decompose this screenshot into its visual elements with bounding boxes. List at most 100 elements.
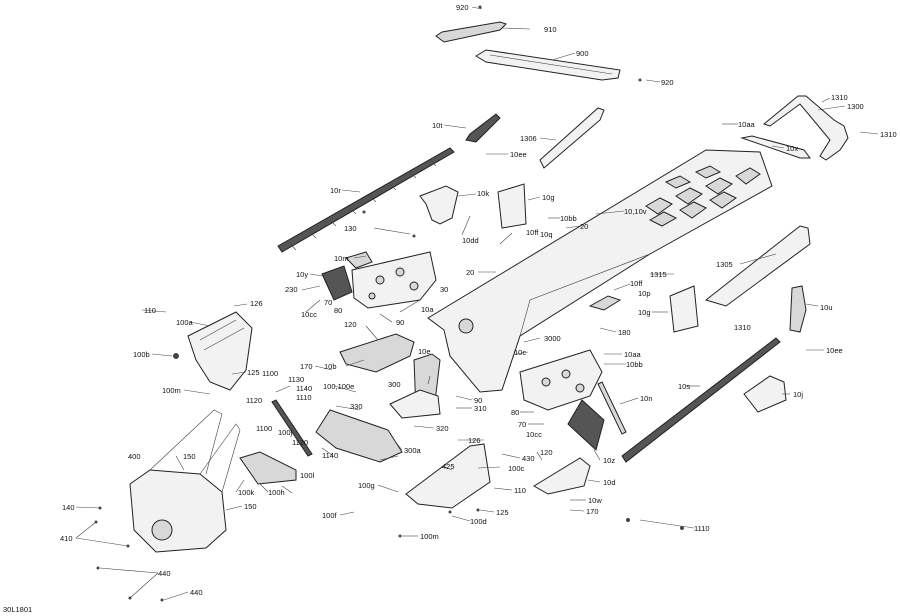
tunnel-cutouts (645, 165, 761, 227)
callout-120: 120 (540, 448, 553, 457)
part-100g-lower-frame (405, 443, 491, 509)
callout-1100: 1100 (256, 424, 272, 433)
diagram-code: 30L1801 (3, 605, 32, 614)
part-10x-bar (740, 135, 811, 159)
callout-10g: 10g (638, 308, 651, 317)
callout-440: 440 (190, 588, 203, 597)
callout-80: 80 (334, 306, 342, 315)
part-900-rail (475, 49, 621, 81)
part-300-steering (389, 389, 441, 419)
callout-920: 920 (456, 3, 469, 12)
callout-300a: 300a (404, 446, 422, 455)
callout-10w: 10w (588, 496, 602, 505)
callout-110: 110 (144, 306, 156, 315)
callout-10x: 10x (786, 144, 798, 153)
callout-10z: 10z (603, 456, 615, 465)
callout-425: 425 (442, 462, 455, 471)
callout-10aa: 10aa (738, 120, 756, 129)
part-100h-plate (239, 451, 297, 485)
callout-80: 80 (511, 408, 519, 417)
part-1305-rail (704, 225, 811, 307)
callout-1120: 1120 (292, 438, 308, 447)
callout-100h: 100h (268, 488, 285, 497)
callout-100k: 100k (238, 488, 255, 497)
callout-1120: 1120 (246, 396, 262, 405)
part-910-rail (435, 21, 507, 43)
callout-20: 20 (580, 222, 588, 231)
callout-100m: 100m (162, 386, 181, 395)
part-10j-bracket (743, 375, 787, 413)
callout-1310: 1310 (734, 323, 751, 332)
callout-70: 70 (518, 420, 526, 429)
callout-10ff: 10ff (630, 279, 643, 288)
callout-440: 440 (158, 569, 171, 578)
callout-100g: 100g (358, 481, 375, 490)
callout-10t: 10t (432, 121, 443, 130)
callout-1140: 1140 (322, 451, 338, 460)
callout-140: 140 (62, 503, 75, 512)
callout-100a: 100a (176, 318, 194, 327)
part-100a-frame (187, 311, 253, 391)
callout-400: 400 (128, 452, 141, 461)
callout-10d: 10d (603, 478, 616, 487)
callout-100j: 100j (278, 428, 293, 437)
callout-330: 330 (350, 402, 363, 411)
part-10g-plate-top (497, 183, 527, 229)
callout-120: 120 (344, 320, 357, 329)
callout-90: 90 (474, 396, 482, 405)
callout-1110: 1110 (694, 524, 710, 533)
callout-10bb: 10bb (626, 360, 643, 369)
callout-150: 150 (244, 502, 257, 511)
callout-100f: 100f (322, 511, 338, 520)
callout-10cc: 10cc (301, 310, 317, 319)
callout-150: 150 (183, 452, 196, 461)
callout-10e: 10e (418, 347, 431, 356)
callout-230: 230 (285, 285, 298, 294)
part-10u-bracket (789, 285, 807, 333)
callout-100l: 100l (300, 471, 315, 480)
callout-1310: 1310 (831, 93, 848, 102)
callout-10s: 10s (678, 382, 690, 391)
part-10r-rail (277, 147, 455, 253)
callout-110: 110 (514, 486, 526, 495)
part-10b-bracket (339, 333, 415, 373)
callout-3000: 3000 (544, 334, 561, 343)
callout-10j: 10j (793, 390, 803, 399)
callout-180: 180 (618, 328, 631, 337)
callout-10aa: 10aa (624, 350, 642, 359)
part-10n-rod (597, 381, 627, 435)
callout-100b: 100b (133, 350, 150, 359)
callout-10y: 10y (296, 270, 308, 279)
callout-100c: 100c (508, 464, 525, 473)
callout-1306: 1306 (520, 134, 537, 143)
callout-10dd: 10dd (462, 236, 479, 245)
callout-125: 125 (247, 368, 260, 377)
callout-430: 430 (522, 454, 535, 463)
callout-30: 30 (440, 285, 448, 294)
leader-lines (75, 6, 879, 601)
callout-10b: 10b (324, 362, 337, 371)
callout-10ee: 10ee (826, 346, 843, 355)
callout-100d: 100d (470, 517, 487, 526)
callout-920: 920 (661, 78, 674, 87)
part-10k-bracket (419, 185, 459, 225)
callout-125: 125 (496, 508, 509, 517)
callout-300: 300 (388, 380, 401, 389)
callout-170: 170 (586, 507, 599, 516)
part-10p-bracket (588, 295, 622, 311)
callout-900: 900 (576, 49, 589, 58)
callout-10cc: 10cc (526, 430, 542, 439)
part-10g-plate-right (669, 285, 699, 333)
part-100-skid-plate (315, 409, 403, 463)
callout-910: 910 (544, 25, 557, 34)
callout-10bb: 10bb (560, 214, 577, 223)
part-illustrations (94, 5, 849, 602)
part-10y-bracket (321, 265, 353, 301)
callout-10n: 10n (640, 394, 653, 403)
callout-10-10v: 10,10v (624, 207, 647, 216)
callout-100-100e: 100,100e (323, 382, 354, 391)
callout-100m: 100m (420, 532, 439, 541)
part-1110-rod (271, 399, 313, 457)
callout-90: 90 (396, 318, 404, 327)
part-1300-bumper (762, 95, 849, 161)
